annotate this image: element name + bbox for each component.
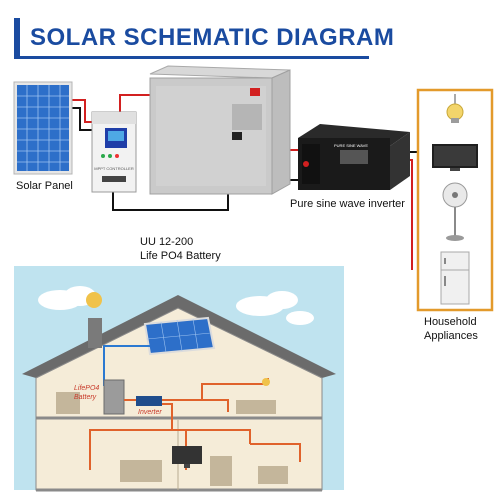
fan-icon: [442, 182, 468, 241]
battery-icon: [149, 65, 291, 195]
appliances-label-line1: Household: [424, 316, 477, 328]
light-bulb-icon: [446, 94, 464, 123]
inverter-label: Pure sine wave inverter: [290, 198, 405, 210]
wire-panel-controller-red: [72, 99, 92, 123]
television-icon: [432, 144, 478, 171]
sun-icon: [86, 292, 102, 308]
solar-panel-label: Solar Panel: [16, 180, 73, 192]
house-icon: LifePO4 Battery Inverter: [14, 266, 344, 492]
inverter-face-label: PURE SINE WAVE: [334, 143, 368, 148]
house-battery-label-line2: Battery: [74, 394, 97, 401]
battery-label-line2: Life PO4 Battery: [140, 250, 221, 262]
battery-label-line1: UU 12-200: [140, 236, 194, 248]
house-battery-label: LifePO4 Battery: [74, 385, 99, 401]
title-accent-bar: [14, 18, 20, 58]
title-banner: SOLAR SCHEMATIC DIAGRAM: [14, 18, 394, 59]
title-underline: [14, 56, 369, 59]
controller-label: MPPT CONTROLLER: [94, 166, 134, 171]
solar-panel-icon: [13, 81, 73, 175]
inverter-icon: PURE SINE WAVE: [298, 124, 410, 190]
wire-panel-controller-black: [72, 107, 92, 131]
refrigerator-icon: [440, 251, 470, 305]
house-inverter-label: Inverter: [138, 409, 162, 416]
page-title: SOLAR SCHEMATIC DIAGRAM: [30, 24, 395, 51]
charge-controller-icon: MPPT CONTROLLER: [91, 111, 137, 193]
house-battery-label-line1: LifePO4: [74, 385, 99, 392]
appliances-label-line2: Appliances: [424, 330, 478, 342]
clouds: [38, 286, 314, 325]
